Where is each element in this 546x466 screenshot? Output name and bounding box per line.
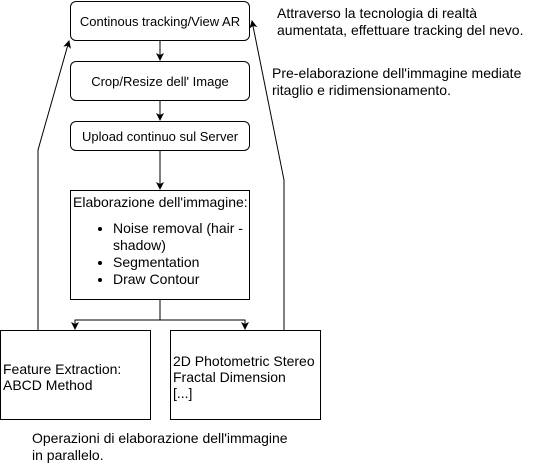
node-photometric: 2D Photometric Stereo Fractal Dimension … <box>170 330 321 420</box>
node-photometric-line: Fractal Dimension <box>173 369 286 385</box>
list-item: Segmentation <box>113 254 243 271</box>
annotation-line: Pre-elaborazione dell'immagine mediate <box>272 65 522 81</box>
node-crop: Crop/Resize dell' Image <box>70 61 250 101</box>
node-upload-label: Upload continuo sul Server <box>81 128 239 144</box>
node-feature-line: ABCD Method <box>3 377 93 393</box>
node-feature-text: Feature Extraction: ABCD Method <box>3 361 121 393</box>
node-photometric-line: [...] <box>173 385 193 401</box>
annotation-ar-note: Attraverso la tecnologia di realtà aumen… <box>277 5 523 39</box>
node-feature-line: Feature Extraction: <box>3 361 122 377</box>
edge-elaborazione-to-photometric <box>160 319 249 330</box>
node-photometric-text: 2D Photometric Stereo Fractal Dimension … <box>173 353 315 401</box>
annotation-line: in parallelo. <box>32 447 104 463</box>
node-crop-label: Crop/Resize dell' Image <box>91 73 229 89</box>
annotation-line: Operazioni di elaborazione dell'immagine <box>32 430 288 446</box>
annotation-line: Attraverso la tecnologia di realtà <box>277 5 477 21</box>
node-elaborazione: Elaborazione dell'immagine: Noise remova… <box>70 190 250 300</box>
node-elaborazione-title: Elaborazione dell'immagine: <box>73 194 248 210</box>
edge-elaborazione-to-feature <box>71 300 161 330</box>
annotation-pre-note: Pre-elaborazione dell'immagine mediate r… <box>272 65 521 99</box>
list-item: Draw Contour <box>113 271 243 288</box>
node-tracking-label: Continous tracking/View AR <box>79 13 241 29</box>
node-photometric-line: 2D Photometric Stereo <box>173 353 315 369</box>
node-feature: Feature Extraction: ABCD Method <box>0 330 151 420</box>
node-tracking: Continous tracking/View AR <box>70 1 250 41</box>
edge-photometric-to-tracking <box>249 20 285 330</box>
annotation-line: ritaglio e ridimensionamento. <box>272 82 451 98</box>
annotation-parallel-note: Operazioni di elaborazione dell'immagine… <box>32 430 288 464</box>
annotation-line: aumentata, effettuare tracking del nevo. <box>277 22 524 38</box>
node-upload: Upload continuo sul Server <box>70 121 250 151</box>
list-item: Noise removal (hair - shadow) <box>113 220 243 254</box>
node-elaborazione-list: Noise removal (hair - shadow) Segmentati… <box>93 220 243 288</box>
edge-feature-to-tracking <box>37 40 71 330</box>
